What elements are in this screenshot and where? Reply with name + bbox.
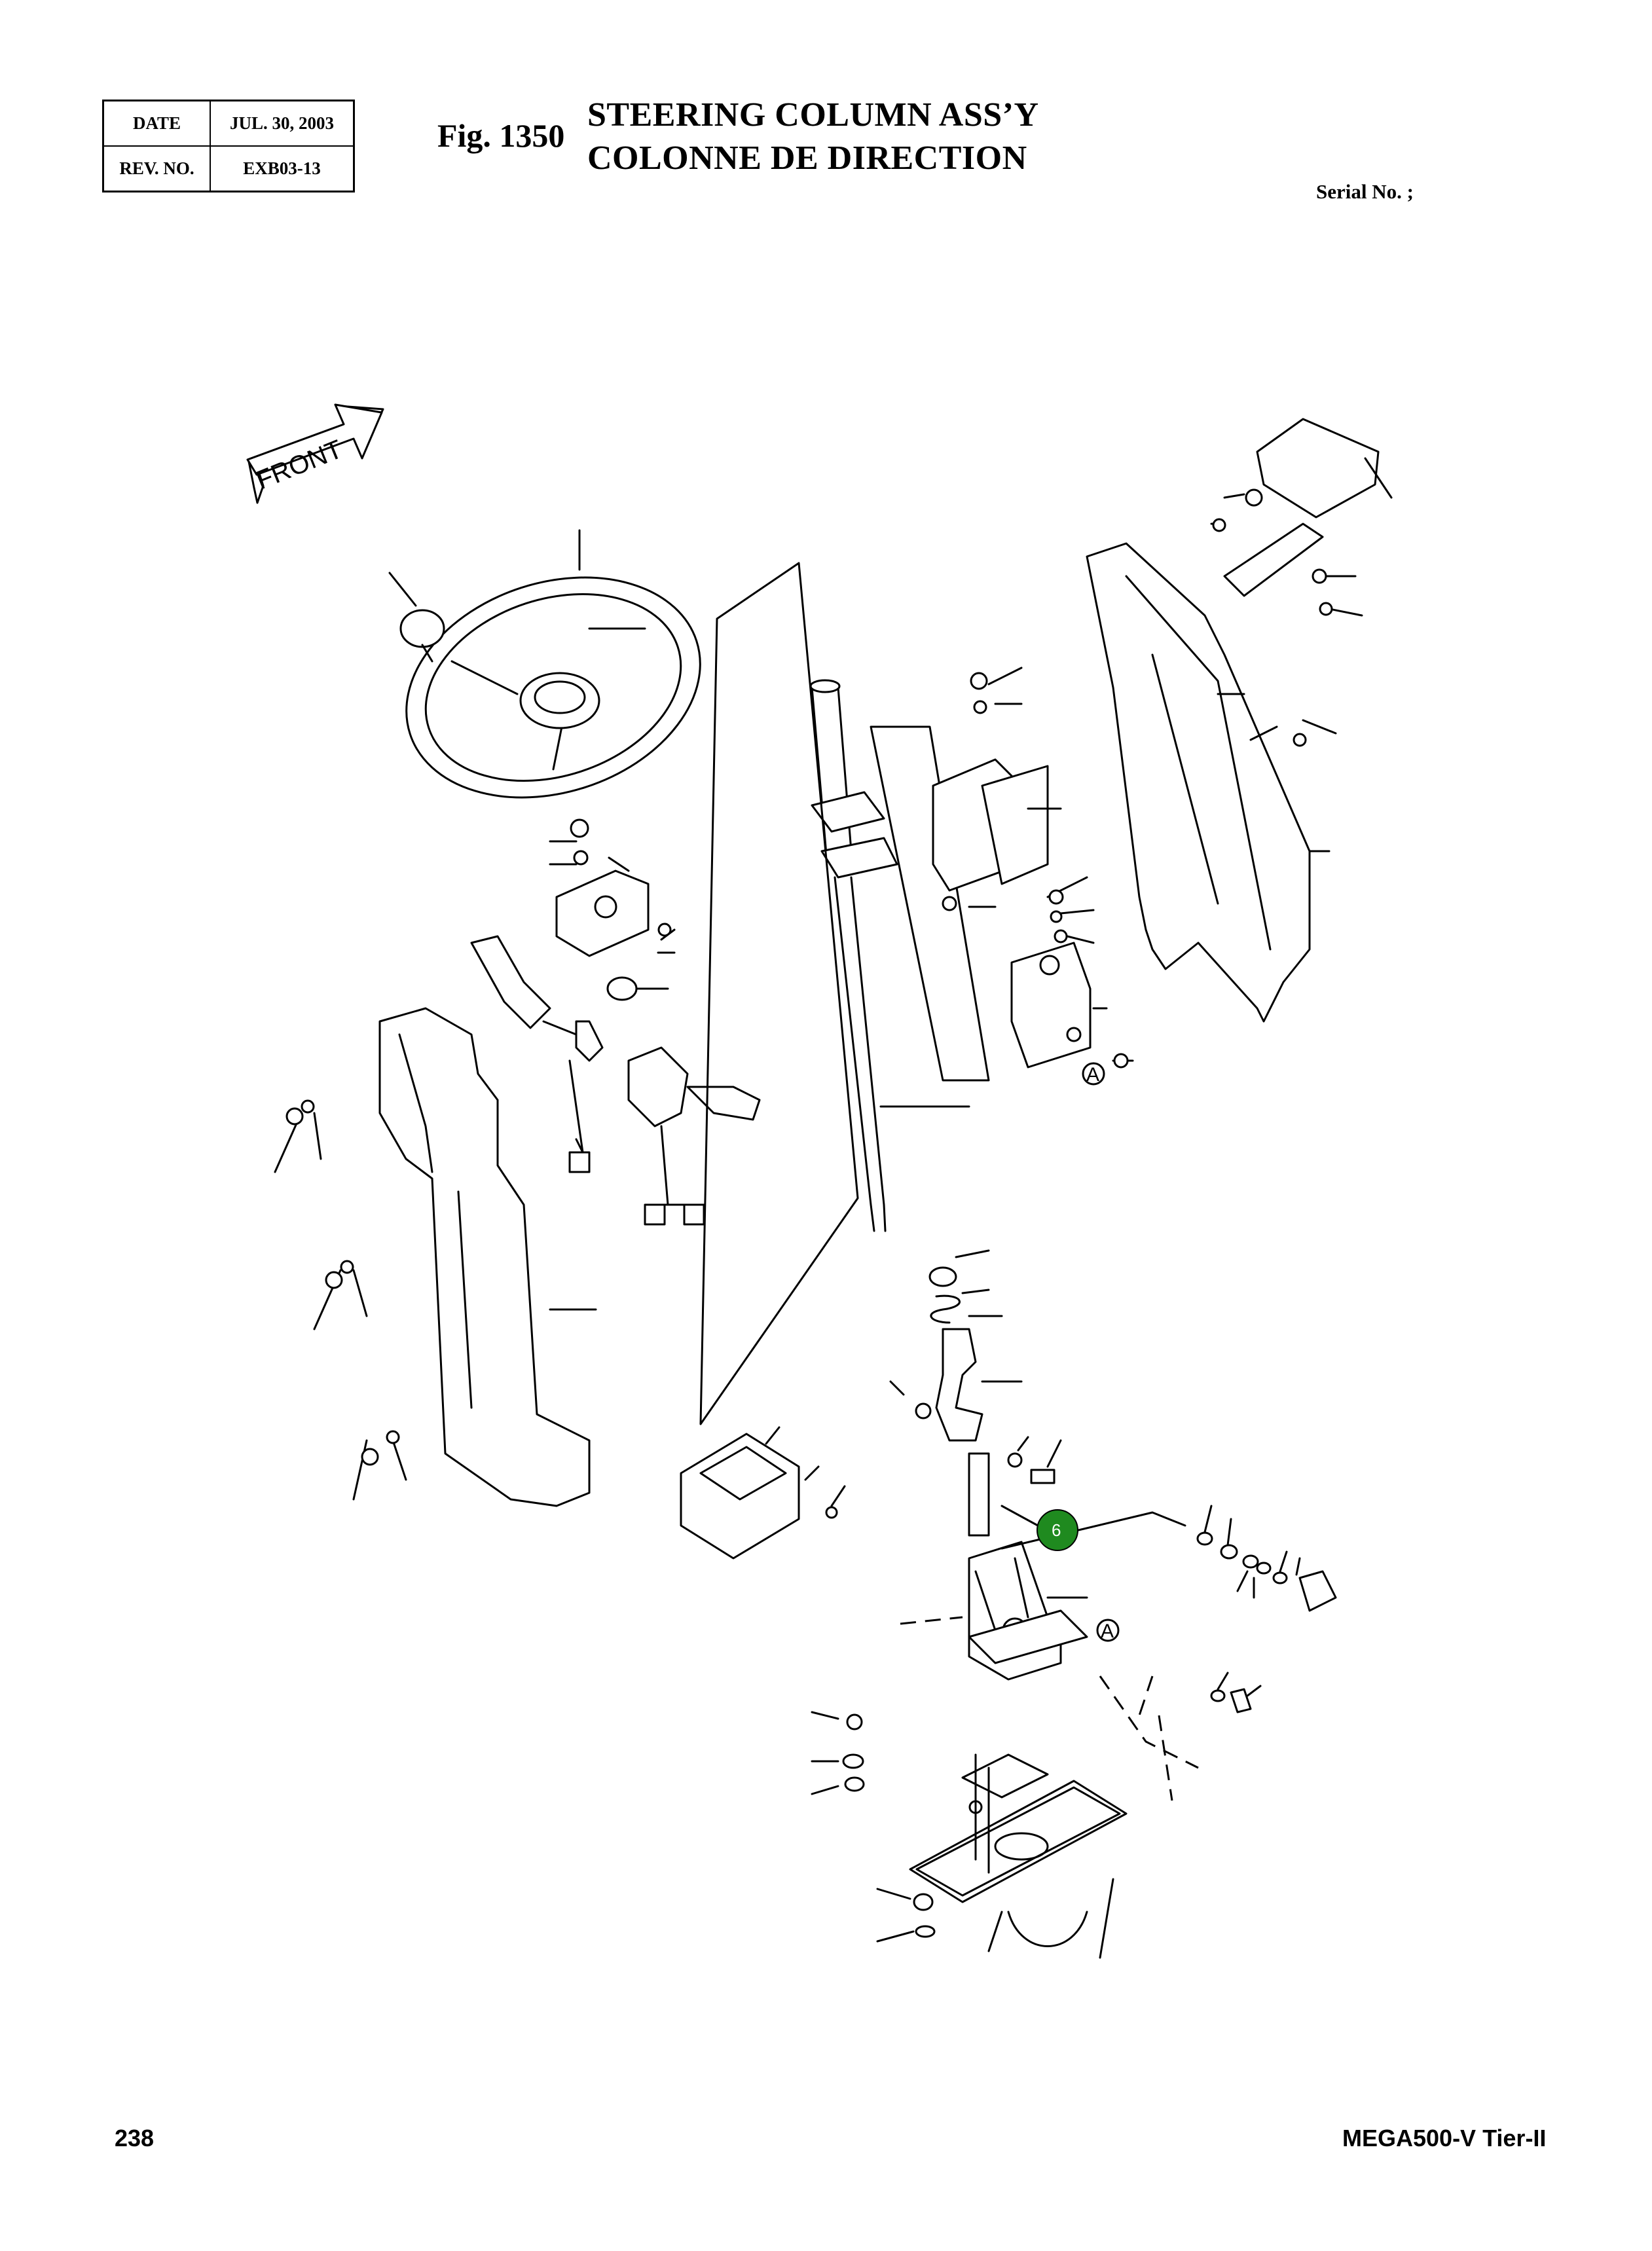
title-english: STEERING COLUMN ASS’Y [587,96,1039,134]
right-cover-panel [1086,542,1331,1023]
page-number: 238 [115,2125,155,2151]
junction-box [680,1426,846,1560]
pedestal-bracket [968,1511,1186,1681]
washer-stack [1196,1505,1337,1713]
reference-mark-label: A [1086,1064,1099,1086]
steering-wheel [388,529,701,799]
title-french: COLONNE DE DIRECTION [587,139,1027,177]
callout-6[interactable]: 6 [1000,1505,1078,1551]
left-cover-panel [274,1007,597,1507]
mount-outline-dashed [900,1616,1199,1801]
reference-mark-a-lower: A [1096,1619,1120,1642]
revision-table: DATE JUL. 30, 2003 REV. NO. EXB03-13 [102,100,355,192]
lower-fasteners [811,1711,936,1943]
top-right-bracket [1210,418,1393,747]
reference-mark-label: A [1101,1620,1114,1642]
serial-label: Serial No. ; [1316,180,1414,203]
date-value: JUL. 30, 2003 [210,100,355,147]
switch-clamp-assembly [470,818,761,1226]
rev-label: REV. NO. [102,145,211,192]
column-frame-outline [699,562,990,1425]
front-arrow: FRONT [246,403,384,504]
model-name: MEGA500-V Tier-II [1342,2125,1547,2151]
universal-joint-assembly [889,1249,1062,1537]
rev-value: EXB03-13 [210,145,355,192]
date-label: DATE [102,100,211,147]
callout-6-label: 6 [1052,1520,1061,1540]
upper-bracket-assembly [932,667,1134,1069]
figure-number: Fig. 1350 [437,117,565,154]
reference-mark-a-upper: A [1082,1062,1105,1086]
floor-plate [909,1753,1128,1959]
